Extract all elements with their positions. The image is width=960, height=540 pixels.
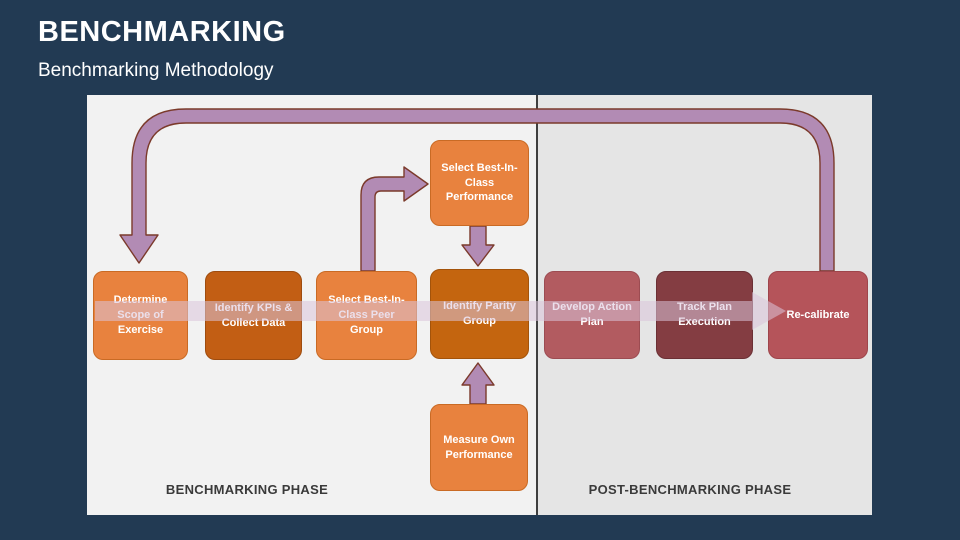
- phase-divider-line: [536, 95, 538, 515]
- methodology-diagram: Determine Scope of Exercise Identify KPI…: [87, 95, 872, 515]
- step-label: Re-calibrate: [786, 308, 850, 321]
- step-develop-action-plan: Develop Action Plan: [544, 271, 640, 359]
- step-label: Select Best-In-Class Peer Group: [328, 294, 405, 336]
- step-identify-kpis: Identify KPIs & Collect Data: [205, 271, 302, 360]
- page-subtitle: Benchmarking Methodology: [38, 60, 274, 81]
- step-label: Track Plan Execution: [676, 301, 733, 328]
- step-label: Develop Action Plan: [552, 301, 632, 328]
- step-identify-parity-group: Identify Parity Group: [430, 269, 529, 359]
- step-recalibrate: Re-calibrate: [768, 271, 868, 359]
- step-label: Measure Own Performance: [443, 433, 515, 461]
- step-determine-scope: Determine Scope of Exercise: [93, 271, 188, 360]
- post-benchmarking-phase-label: POST-BENCHMARKING PHASE: [588, 482, 792, 497]
- page-title: BENCHMARKING: [38, 16, 286, 48]
- step-label: Identify KPIs & Collect Data: [214, 301, 293, 329]
- step-measure-own-performance: Measure Own Performance: [430, 404, 528, 491]
- step-label: Determine Scope of Exercise: [113, 294, 168, 336]
- step-track-plan-execution: Track Plan Execution: [656, 271, 753, 359]
- step-label: Identify Parity Group: [443, 300, 516, 327]
- step-select-best-in-class-performance: Select Best-In-Class Performance: [430, 140, 529, 226]
- step-select-peer-group: Select Best-In-Class Peer Group: [316, 271, 417, 360]
- benchmarking-phase-label: BENCHMARKING PHASE: [165, 482, 329, 497]
- step-label: Select Best-In-Class Performance: [441, 161, 518, 204]
